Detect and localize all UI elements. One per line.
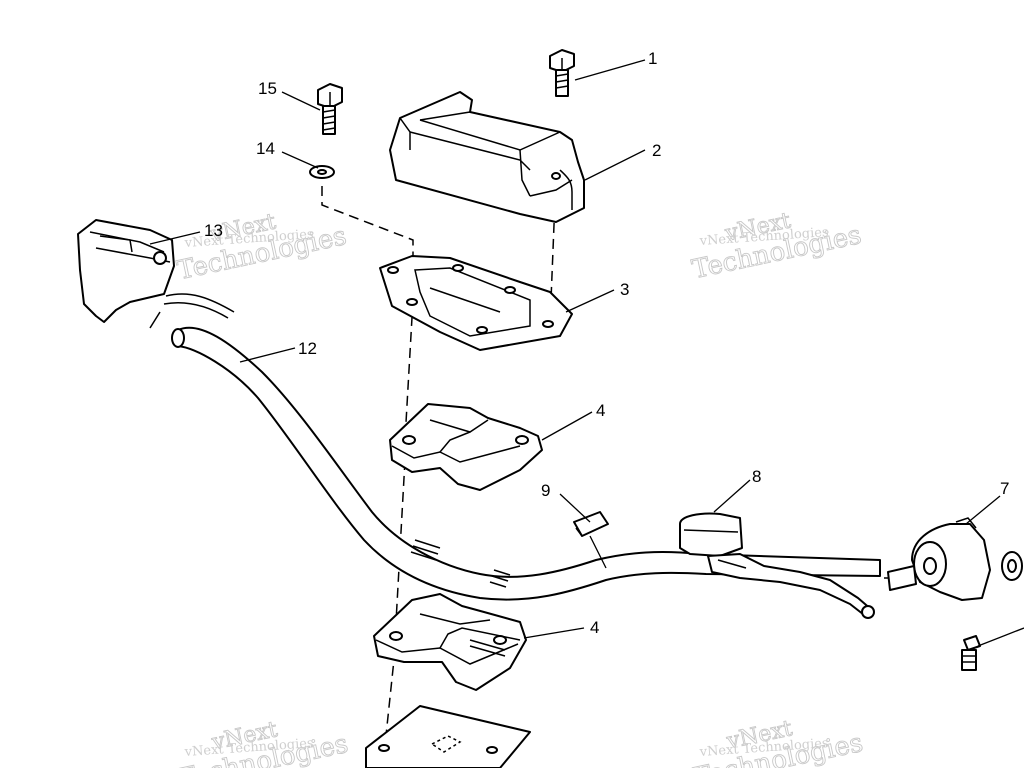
clamp-lower-part-4 [373,593,527,691]
brake-lever-part-8 [679,512,875,619]
callout-3: 3 [620,280,629,299]
bolt-part-1 [549,49,575,97]
clamp-upper-part-4 [389,403,543,491]
leader-lines [149,59,1024,647]
callout-2: 2 [652,141,661,160]
spacer-part-9 [573,511,609,537]
handlebar-part-12 [171,326,881,601]
callout-13: 13 [204,221,223,240]
handlebar-cover-part-2 [389,91,585,223]
washer-part-14 [309,165,335,179]
callout-12: 12 [298,339,317,358]
throttle-part-7 [884,517,991,601]
callout-15: 15 [258,79,277,98]
mount-bracket [365,705,531,768]
callout-4-lower: 4 [590,618,599,637]
plate-part-3 [379,255,573,351]
callout-7: 7 [1000,479,1009,498]
master-cylinder-part-13 [77,219,235,329]
callout-4-upper: 4 [596,401,605,420]
screw-lower-right [961,635,981,671]
callout-1: 1 [648,49,657,68]
callout-8: 8 [752,467,761,486]
callout-14: 14 [256,139,275,158]
washer-right [1001,551,1023,581]
bolt-part-15 [317,83,343,135]
callout-9: 9 [541,481,550,500]
